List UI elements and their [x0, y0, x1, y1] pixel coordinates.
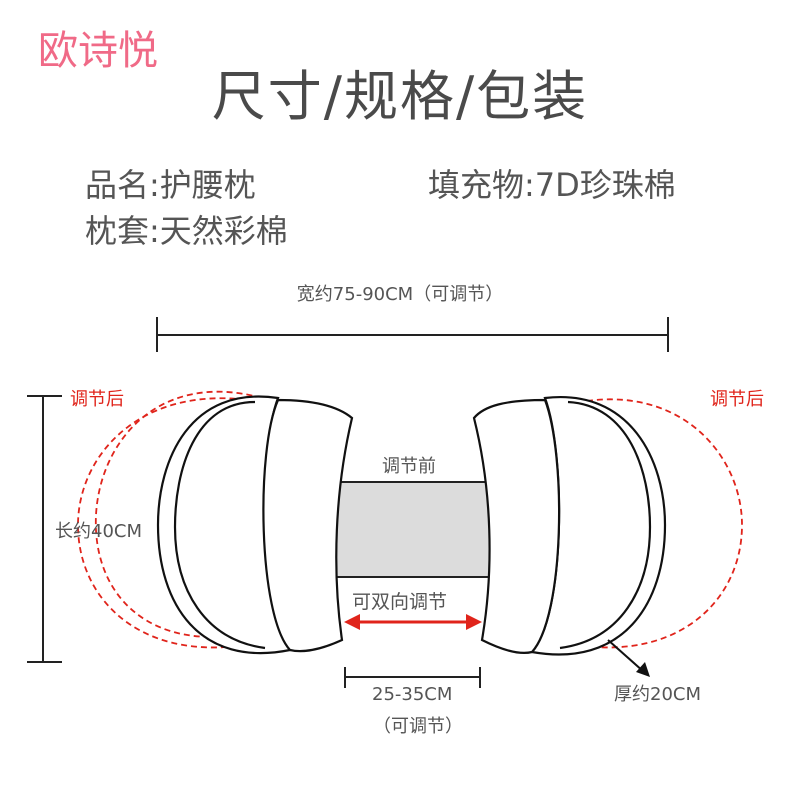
thickness-label: 厚约20CM: [614, 684, 702, 705]
spec-cover: 枕套:天然彩棉: [85, 212, 288, 250]
pillow-wing-right: [472, 395, 667, 656]
spec-product-name: 品名:护腰枕: [85, 166, 256, 204]
thickness-pointer: [607, 639, 650, 677]
gap-note: （可调节）: [373, 716, 463, 737]
after-adjust-label-left: 调节后: [70, 389, 124, 410]
center-band-original: [335, 481, 488, 578]
bidirectional-arrow: [344, 614, 482, 630]
width-label: 宽约75-90CM（可调节）: [296, 284, 504, 305]
length-label: 长约40CM: [55, 521, 143, 542]
gap-dimension-line: [344, 667, 481, 688]
before-adjust-label: 调节前: [382, 456, 436, 477]
bidirectional-label: 可双向调节: [352, 591, 448, 613]
pillow-wing-left: [156, 395, 354, 655]
spec-filling: 填充物:7D珍珠棉: [428, 166, 676, 204]
length-dimension-line: [27, 395, 62, 663]
brand-logo-text: 欧诗悦: [38, 28, 158, 74]
width-dimension-line: [156, 317, 669, 352]
adjusted-outline-right: [546, 398, 743, 649]
gap-label: 25-35CM: [372, 684, 453, 705]
page-title: 尺寸/规格/包装: [211, 65, 589, 128]
after-adjust-label-right: 调节后: [710, 389, 764, 410]
